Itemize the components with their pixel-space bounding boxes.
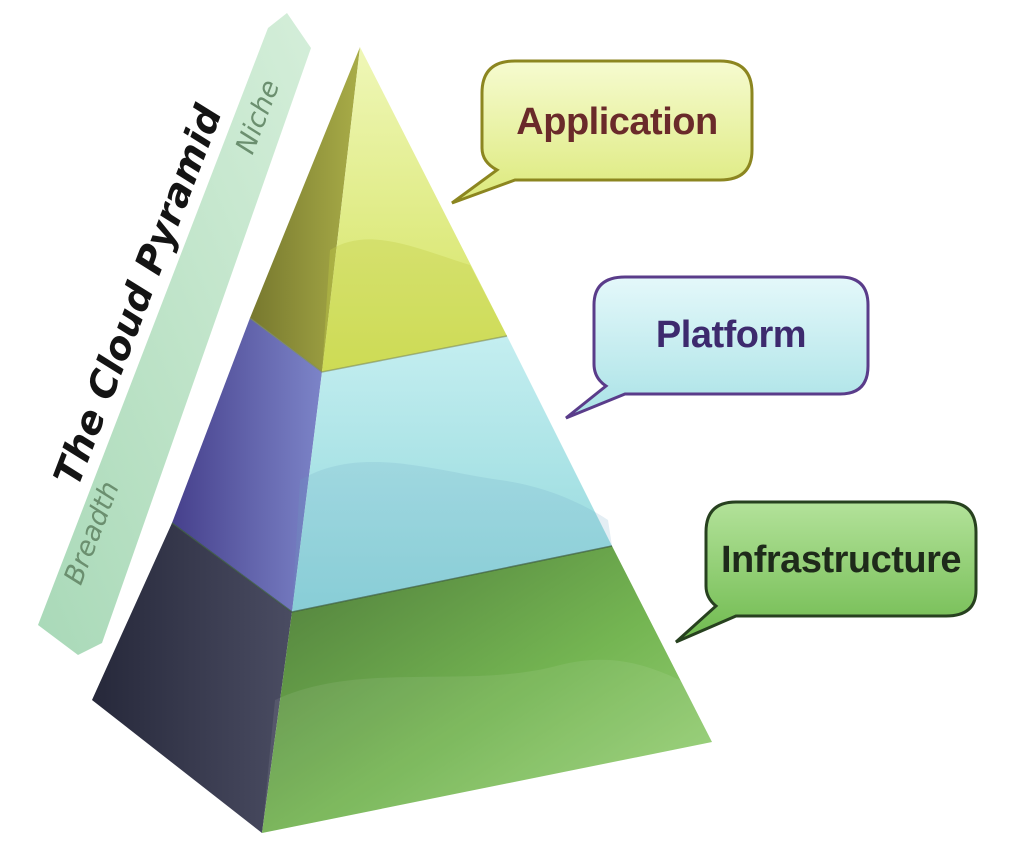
pyramid xyxy=(92,47,712,833)
pyramid-layer-application xyxy=(250,47,507,372)
callout-platform-shape xyxy=(565,275,870,420)
application-front-face xyxy=(322,47,507,372)
callout-application-label: Application xyxy=(516,101,717,143)
platform-front-face xyxy=(292,336,612,612)
axis-arrow-shape xyxy=(38,13,311,655)
platform-wave xyxy=(292,461,612,612)
infrastructure-side-face xyxy=(92,523,292,833)
separator-line-bottom xyxy=(171,522,613,613)
application-side-face xyxy=(250,47,360,372)
callout-application-shape xyxy=(451,59,754,205)
separator-line-top xyxy=(249,317,508,373)
application-wave xyxy=(322,239,507,372)
callout-infrastructure-shape xyxy=(674,500,978,644)
infrastructure-wave xyxy=(262,659,712,833)
callout-application: Application xyxy=(451,59,754,205)
platform-side-face xyxy=(172,318,322,612)
callout-platform: Platform xyxy=(565,275,870,420)
infrastructure-front-face xyxy=(262,546,712,833)
pyramid-layer-infrastructure xyxy=(92,523,712,833)
callout-infrastructure-label: Infrastructure xyxy=(721,539,961,581)
pyramid-layer-platform xyxy=(172,318,612,612)
callout-infrastructure: Infrastructure xyxy=(674,500,978,644)
callout-platform-label: Platform xyxy=(656,314,806,356)
